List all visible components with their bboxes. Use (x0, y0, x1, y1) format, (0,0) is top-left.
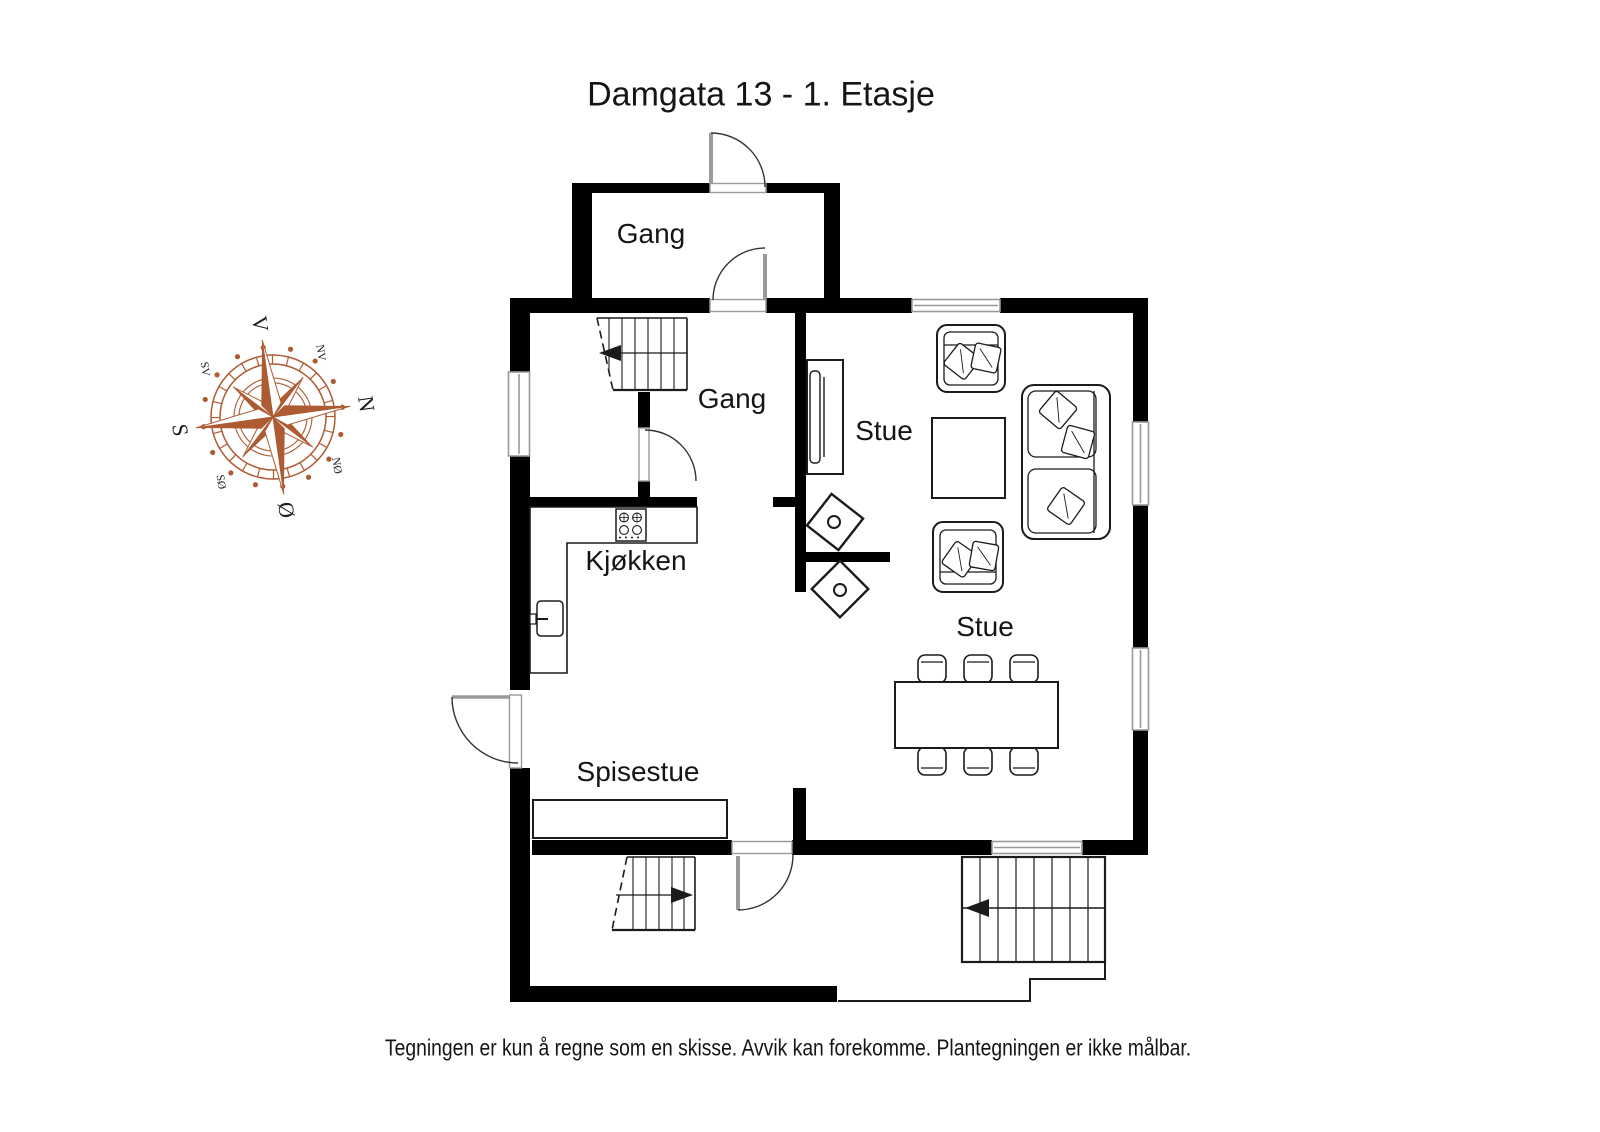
compass-west-label: V (247, 314, 274, 333)
room-label-kjokken: Kjøkken (585, 545, 687, 576)
room-label-spisestue: Spisestue (576, 756, 700, 787)
compass-se-label: SØ (214, 474, 228, 490)
tv-unit (806, 359, 844, 475)
sink-icon (529, 600, 564, 637)
doors (451, 132, 794, 911)
window-icon (911, 298, 1001, 313)
compass-east-label: Ø (273, 500, 300, 519)
kitchen-counter (529, 506, 698, 674)
door-arc-icon (731, 840, 794, 911)
compass-north-label: N (353, 394, 380, 413)
windows (507, 298, 1150, 855)
door-arc-icon (638, 427, 697, 482)
compass-rose-icon: N Ø S V NØ SØ SV NV (167, 314, 380, 519)
tv-icon (809, 370, 825, 464)
compass-sw-label: SV (198, 361, 212, 378)
room-label-gang-top: Gang (616, 218, 686, 249)
compass-nw-label: NV (313, 344, 327, 363)
window-icon (991, 840, 1083, 855)
window-icon (1131, 421, 1150, 506)
room-label-stue-lower: Stue (956, 611, 1014, 642)
stove-icon (615, 508, 647, 542)
stairs-direction-arrow (599, 345, 621, 361)
chair-icon (917, 654, 1039, 684)
walls (510, 183, 1148, 1002)
staircase-exterior (838, 855, 1107, 1002)
dining-table (894, 681, 1059, 749)
stairs-direction-arrow (671, 887, 693, 903)
armchair-icon (936, 324, 1006, 393)
room-label-stue-upper: Stue (855, 415, 913, 446)
window-icon (507, 371, 531, 457)
armchair-icon (932, 521, 1004, 593)
stairs-direction-arrow (965, 899, 989, 917)
door-arc-icon (451, 694, 523, 769)
exterior-landing-outline (838, 962, 1106, 1002)
dining-table-set (894, 654, 1059, 776)
room-label-gang: Gang (697, 383, 767, 414)
window-icon (1131, 647, 1150, 731)
page-title: Damgata 13 - 1. Etasje (587, 75, 935, 114)
chair-icon (917, 746, 1039, 776)
door-arc-icon (709, 132, 767, 194)
disclaimer-text: Tegningen er kun å regne som en skisse. … (384, 1034, 1192, 1061)
compass-south-label: S (167, 422, 193, 438)
sofa-icon (1021, 384, 1111, 540)
compass-ne-label: NØ (329, 457, 343, 475)
staircase-upper (596, 317, 688, 392)
wood-stove-icon (805, 492, 865, 552)
staircase-basement (611, 856, 696, 932)
bench-icon (532, 799, 728, 839)
wood-stove-icon (810, 559, 870, 619)
door-arc-icon (709, 247, 767, 313)
coffee-table (931, 417, 1006, 499)
